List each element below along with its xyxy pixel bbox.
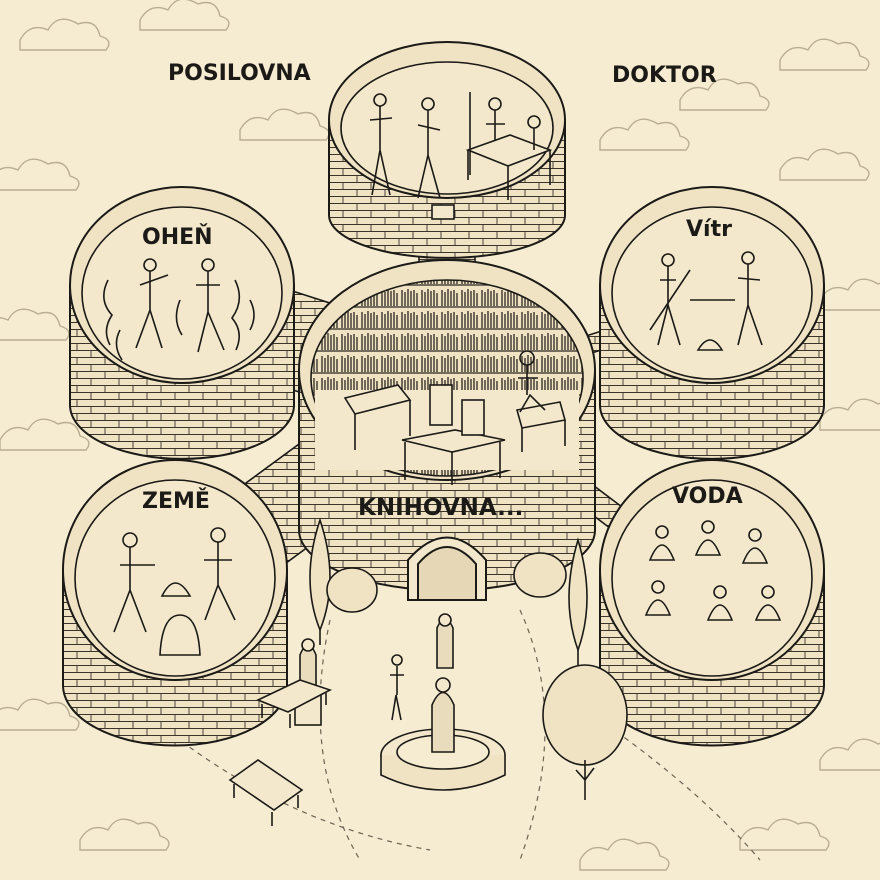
room-labels: POSILOVNA DOKTOR OHEŇ Vítr ZEMĚ VODA KNI… bbox=[142, 61, 743, 521]
label-water: VODA bbox=[672, 484, 743, 509]
label-wind: Vítr bbox=[686, 217, 732, 242]
doctor-scene bbox=[465, 92, 553, 200]
water-scene bbox=[644, 520, 782, 621]
wind-scene bbox=[649, 251, 763, 351]
courtyard bbox=[228, 517, 628, 826]
label-fire: OHEŇ bbox=[142, 224, 213, 250]
library-scene bbox=[343, 350, 567, 485]
tower-wind bbox=[599, 186, 825, 460]
label-library: KNIHOVNA... bbox=[358, 495, 523, 521]
library-gate bbox=[407, 536, 487, 601]
tree bbox=[309, 517, 331, 645]
fountain bbox=[380, 677, 506, 791]
label-gym: POSILOVNA bbox=[168, 61, 311, 86]
fire-scene bbox=[103, 258, 255, 361]
bush bbox=[326, 552, 567, 613]
bench bbox=[228, 759, 304, 826]
label-earth: ZEMĚ bbox=[142, 488, 210, 514]
tree bbox=[542, 664, 628, 800]
person-standing bbox=[390, 654, 404, 721]
room-scenes bbox=[103, 92, 782, 656]
statue bbox=[436, 613, 454, 669]
bench bbox=[256, 679, 333, 728]
earth-scene bbox=[113, 527, 236, 656]
gym-scene bbox=[369, 93, 455, 220]
label-doctor: DOKTOR bbox=[612, 63, 717, 88]
tree bbox=[568, 537, 588, 665]
